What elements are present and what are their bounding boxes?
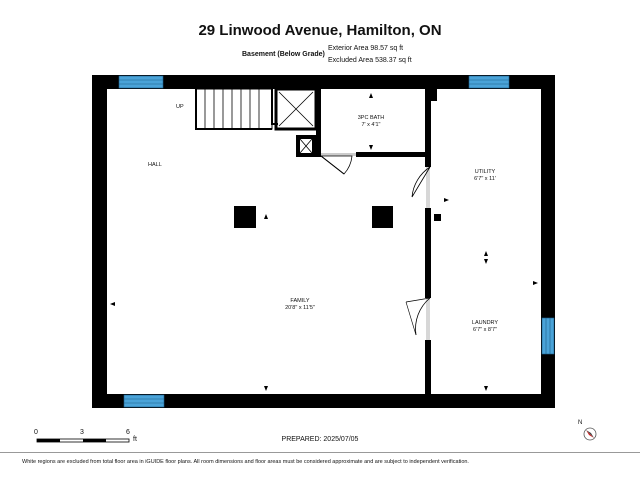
disclaimer: White regions are excluded from total fl… [22, 459, 469, 465]
partition-middle [425, 208, 431, 298]
partition-lower [425, 340, 431, 394]
bath-dims: 7' x 4'1" [361, 122, 381, 128]
window-south [123, 394, 165, 408]
column-left [234, 206, 256, 228]
north-wall [92, 75, 555, 89]
utility-post [434, 214, 441, 221]
family-room: FAMILY 20'8" x 11'5" [270, 298, 330, 312]
doorway-laundry [426, 298, 430, 340]
bath-doorway [321, 153, 356, 156]
partition-notch [429, 89, 437, 101]
window-north-right [468, 75, 510, 89]
compass-label: N [578, 420, 583, 426]
utility-door-swing [411, 166, 431, 198]
bath-south-wall [356, 152, 431, 157]
prepared-date: PREPARED: 2025/07/05 [281, 436, 359, 443]
west-wall [92, 75, 107, 408]
laundry-name: LAUNDRY [471, 320, 499, 326]
bath-room: 3PC BATH 7' x 4'1" [345, 115, 397, 129]
utility-room: UTILITY 6'7" x 11' [460, 169, 510, 183]
stair-treads [204, 89, 260, 129]
scale-label-6: 6 [126, 429, 130, 436]
bath-door-swing [319, 155, 353, 175]
stairs-label: UP [176, 104, 184, 110]
family-name: FAMILY [290, 298, 310, 304]
window-north-left [118, 75, 164, 89]
stairs [195, 88, 273, 130]
partition-upper [425, 89, 431, 167]
laundry-door-swing [405, 297, 431, 336]
dimension-markers [110, 93, 538, 391]
laundry-dims: 6'7" x 8'7" [472, 327, 498, 333]
floor-name: Basement (Below Grade) [242, 51, 325, 58]
page-title: 29 Linwood Avenue, Hamilton, ON [198, 22, 442, 39]
utility-name: UTILITY [474, 169, 496, 175]
exterior-area: Exterior Area 98.57 sq ft [328, 45, 404, 52]
scale-label-3: 3 [80, 429, 84, 436]
scale-unit: ft [133, 436, 137, 443]
bath-name: 3PC BATH [357, 115, 385, 121]
window-east [541, 317, 555, 355]
utility-dims: 6'7" x 11' [474, 176, 496, 182]
stair-rail [195, 89, 272, 130]
footer-divider [0, 452, 640, 453]
shaft [274, 87, 318, 131]
laundry-room: LAUNDRY 6'7" x 8'7" [460, 320, 510, 334]
south-wall [92, 394, 555, 408]
family-dims: 20'8" x 11'5" [285, 305, 315, 311]
bath-west-wall [316, 89, 321, 157]
east-wall [541, 75, 555, 408]
excluded-area: Excluded Area 538.37 sq ft [328, 57, 412, 64]
compass-icon [583, 427, 597, 441]
column-right [372, 206, 393, 228]
scale-label-0: 0 [34, 429, 38, 436]
doorway-utility [426, 167, 430, 208]
hall-label: HALL [148, 162, 162, 168]
scale-bar [36, 438, 130, 443]
